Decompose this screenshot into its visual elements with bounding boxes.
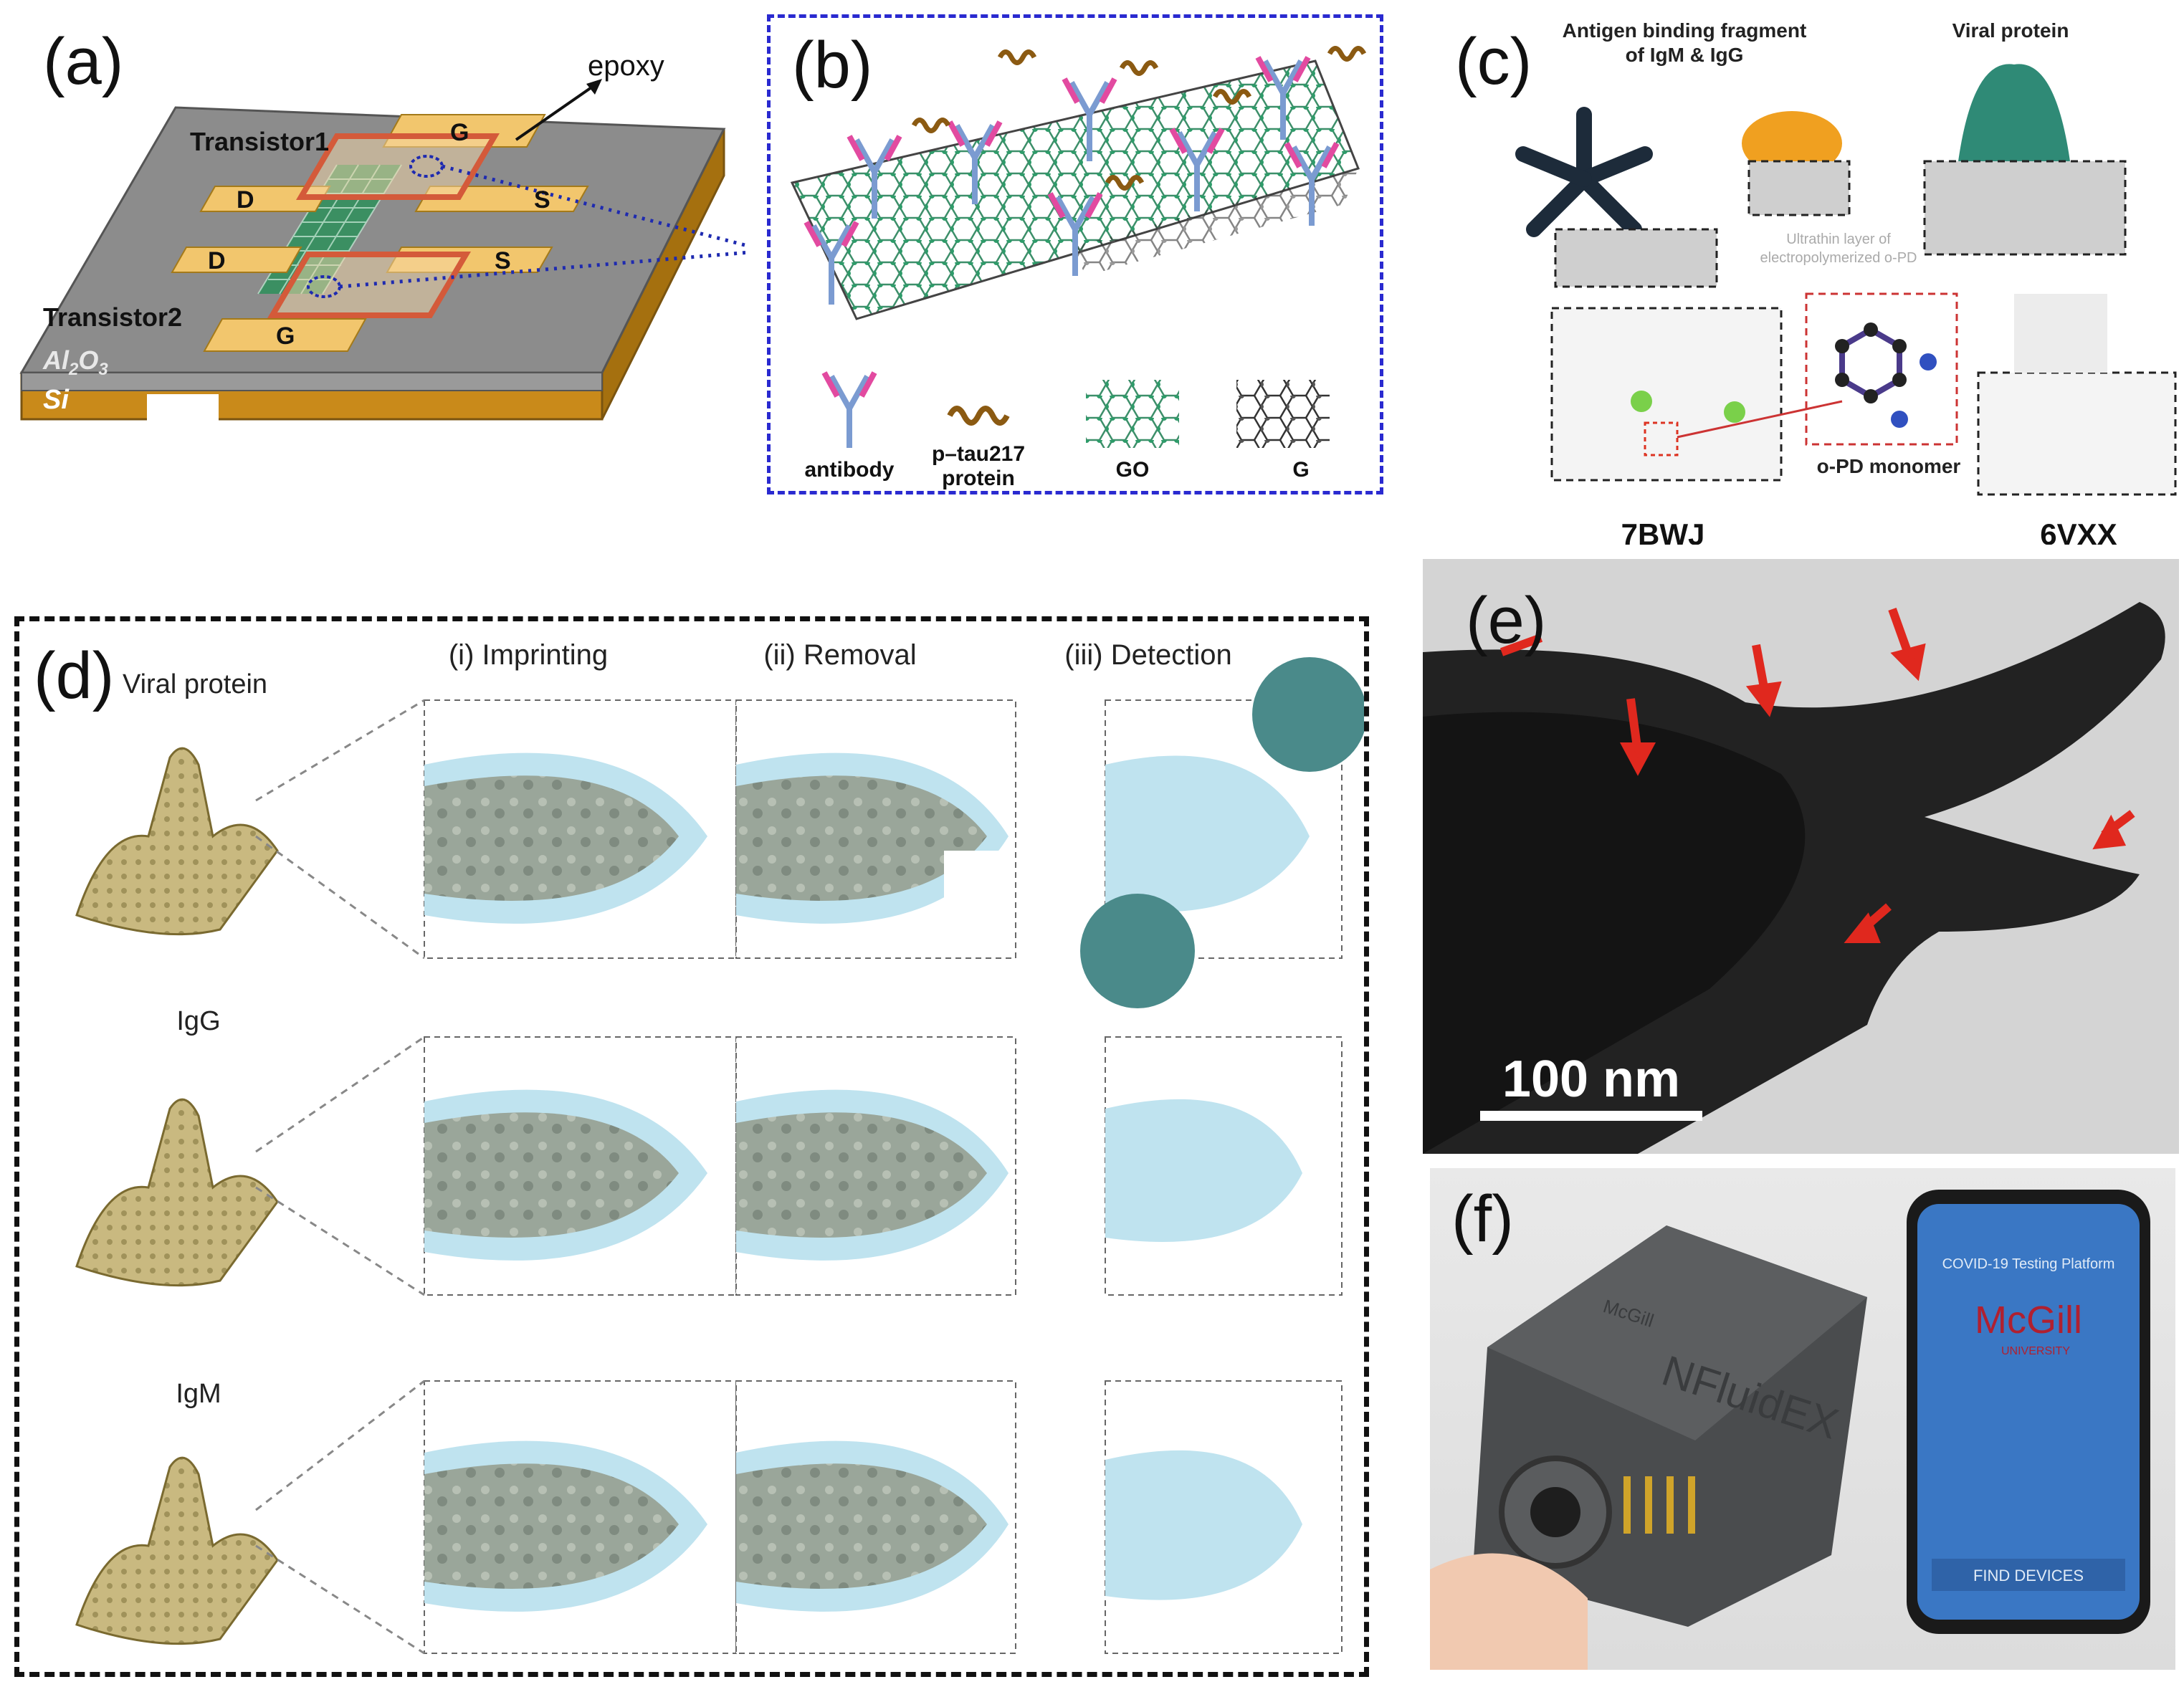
device-photo: NFluidEX McGill COVID-19 Testing Platfor… <box>1430 1190 2150 1670</box>
scale-bar-label: 100 nm <box>1502 1051 1680 1108</box>
gate2-label: G <box>276 322 295 350</box>
d-column-detection: (iii) Detection <box>1064 639 1231 671</box>
legend-protein-label: protein <box>942 467 1015 490</box>
red-arrows <box>1499 607 2135 943</box>
antibodies <box>803 56 1340 305</box>
gold-nanostructure-2 <box>75 1098 279 1287</box>
igg-structure <box>1742 111 1842 176</box>
o-pd-monomer-box <box>1805 292 1958 446</box>
phone-header: COVID-19 Testing Platform <box>1942 1256 2115 1272</box>
legend-protein-icon <box>947 406 1010 426</box>
phone-logo: McGill <box>1975 1299 2082 1342</box>
panel-c-label: (c) <box>1455 25 1532 98</box>
panel-a: epoxy Transistor1 Transistor2 G D S D S … <box>0 0 768 545</box>
d-row-igm: IgM <box>176 1379 221 1409</box>
panel-b-label: (b) <box>792 29 873 102</box>
legend-go-label: GO <box>1116 458 1150 482</box>
7bwj-structure-box <box>1550 307 1783 482</box>
find-devices-label: FIND DEVICES <box>1973 1567 2084 1585</box>
gold-nanostructure-1 <box>75 747 279 936</box>
panel-b: antibody p–tau217 protein GO G (b) <box>767 14 1383 494</box>
epoxy-label: epoxy <box>588 50 664 82</box>
row3-detection <box>1105 1380 1343 1654</box>
row3-imprinting <box>424 1380 737 1654</box>
phone-logo-sub: UNIVERSITY <box>2001 1345 2070 1357</box>
c-title-left-1: Antigen binding fragment <box>1563 19 1807 42</box>
c-title-left-2: of IgM & IgG <box>1626 44 1744 66</box>
legend-g-icon <box>1236 380 1330 448</box>
si-label: Si <box>43 385 70 415</box>
row2-detection <box>1105 1036 1343 1296</box>
phone-screen <box>1917 1204 2140 1620</box>
tem-micrograph: 100 nm <box>1423 559 2179 1154</box>
source2-label: S <box>495 247 511 274</box>
d-column-imprinting: (i) Imprinting <box>449 639 608 671</box>
gold-nanostructure-3 <box>75 1456 279 1645</box>
panel-a-label: (a) <box>43 25 124 98</box>
legend-g-label: G <box>1292 458 1309 482</box>
source1-label: S <box>534 186 550 214</box>
row2-imprinting <box>424 1036 737 1296</box>
sensor-strips <box>1623 1476 1695 1534</box>
panel-c: Antigen binding fragment of IgM & IgG Vi… <box>1441 0 2184 545</box>
row1-removal <box>735 699 1016 959</box>
panel-d-label: (d) <box>34 639 115 712</box>
viral-spike-structure <box>1957 64 2071 172</box>
row1-detection <box>1080 657 1367 1008</box>
legend-antibody-label: antibody <box>805 458 895 482</box>
transistor-device-schematic: epoxy Transistor1 Transistor2 G D S D S … <box>19 50 768 430</box>
panel-e: 100 nm (e) <box>1423 559 2179 1154</box>
transistor2-label: Transistor2 <box>43 302 182 332</box>
c-pdb-right: 6VXX <box>2040 517 2117 545</box>
imprinting-process-illustration: (i) Imprinting (ii) Removal (iii) Detect… <box>75 639 1367 1655</box>
find-devices-button[interactable] <box>1932 1559 2125 1591</box>
row2-removal <box>735 1036 1016 1296</box>
c-title-right: Viral protein <box>1952 19 2069 42</box>
p-tau217-proteins <box>911 46 1367 191</box>
6vxx-structure-box <box>1977 371 2177 496</box>
c-pdb-left: 7BWJ <box>1621 517 1705 545</box>
al2o3-label: Al2O3 <box>42 345 108 379</box>
panel-f: NFluidEX McGill COVID-19 Testing Platfor… <box>1430 1168 2175 1670</box>
panel-d: (i) Imprinting (ii) Removal (iii) Detect… <box>14 616 1369 1677</box>
transistor1-label: Transistor1 <box>190 127 329 156</box>
row1-imprinting <box>424 699 737 959</box>
d-row-viral: Viral protein <box>123 669 267 699</box>
d-column-removal: (ii) Removal <box>763 639 916 671</box>
panel-e-label: (e) <box>1466 584 1547 657</box>
row3-removal <box>735 1380 1016 1654</box>
hand <box>1430 1553 1588 1670</box>
c-ultrathin-2: electropolymerized o-PD <box>1760 250 1917 266</box>
gate1-label: G <box>450 119 469 146</box>
molecular-structures-illustration: Antigen binding fragment of IgM & IgG Vi… <box>1515 19 2177 545</box>
graphene-antibody-illustration: antibody p–tau217 protein GO G <box>790 46 1367 490</box>
legend-go-icon <box>1086 380 1179 448</box>
legend-antibody-icon <box>821 371 877 448</box>
drain2-label: D <box>208 247 226 274</box>
c-monomer-label: o-PD monomer <box>1817 455 1961 477</box>
scale-bar <box>1480 1111 1702 1121</box>
d-row-igg: IgG <box>176 1006 220 1036</box>
legend-ptau-label: p–tau217 <box>932 442 1025 466</box>
c-ultrathin-1: Ultrathin layer of <box>1786 231 1891 247</box>
panel-f-label: (f) <box>1451 1182 1514 1256</box>
igm-pentamer-structure <box>1515 107 1653 237</box>
drain1-label: D <box>237 186 254 214</box>
